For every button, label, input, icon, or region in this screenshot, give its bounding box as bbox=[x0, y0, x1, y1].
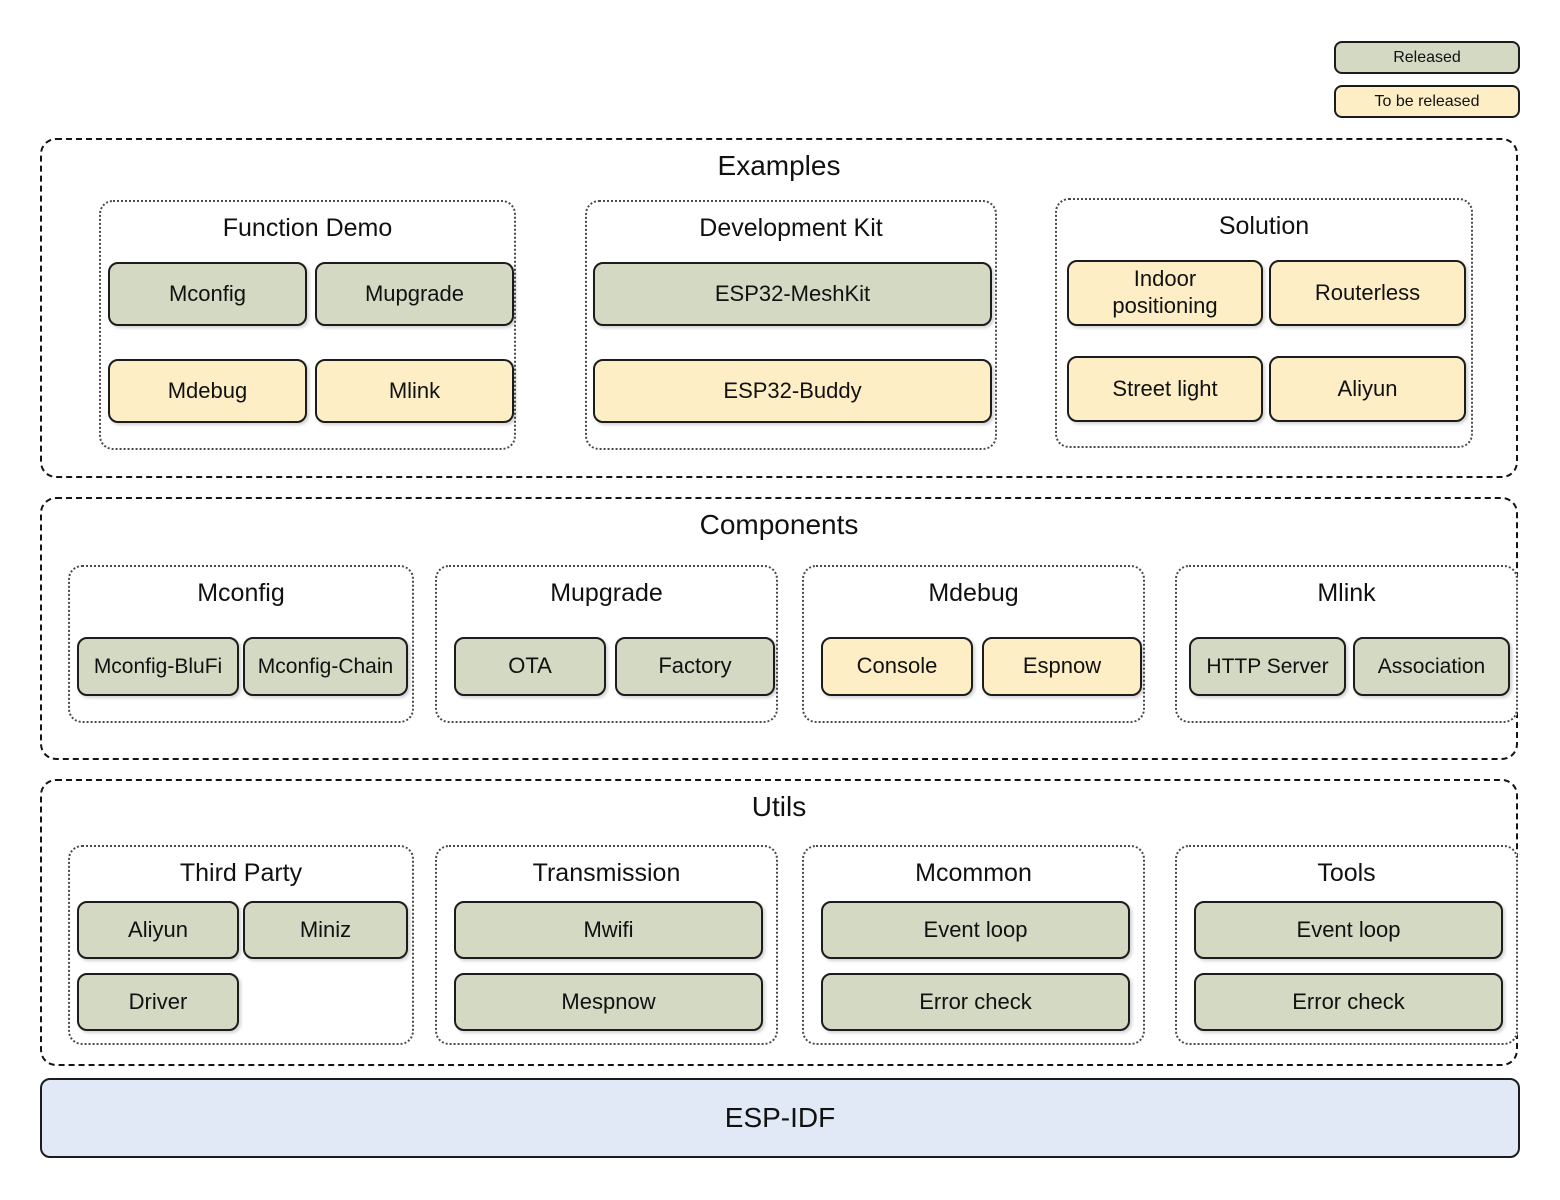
node-indoor-positioning: Indoor positioning bbox=[1067, 260, 1263, 326]
node-mwifi: Mwifi bbox=[454, 901, 763, 959]
node-ota: OTA bbox=[454, 637, 606, 696]
node-miniz: Miniz bbox=[243, 901, 408, 959]
group-development-kit: Development Kit ESP32-MeshKit ESP32-Budd… bbox=[585, 200, 997, 450]
node-association: Association bbox=[1353, 637, 1510, 696]
group-transmission-title: Transmission bbox=[532, 859, 681, 887]
node-mlink-example: Mlink bbox=[315, 359, 514, 423]
node-mconfig-blufi: Mconfig-BluFi bbox=[77, 637, 239, 696]
group-third-party: Third Party Aliyun Miniz Driver bbox=[68, 845, 414, 1045]
group-function-demo: Function Demo Mconfig Mupgrade Mdebug Ml… bbox=[99, 200, 516, 450]
group-mcommon-title: Mcommon bbox=[915, 859, 1032, 887]
group-tools: Tools Event loop Error check bbox=[1175, 845, 1518, 1045]
node-routerless: Routerless bbox=[1269, 260, 1466, 326]
node-aliyun-util: Aliyun bbox=[77, 901, 239, 959]
node-mespnow: Mespnow bbox=[454, 973, 763, 1031]
section-utils-title: Utils bbox=[751, 791, 807, 822]
group-solution: Solution Indoor positioning Routerless S… bbox=[1055, 198, 1473, 448]
node-mconfig-chain: Mconfig-Chain bbox=[243, 637, 408, 696]
group-mconfig-title: Mconfig bbox=[197, 579, 285, 607]
section-utils: Utils Third Party Aliyun Miniz Driver Tr… bbox=[40, 779, 1518, 1066]
group-mconfig: Mconfig Mconfig-BluFi Mconfig-Chain bbox=[68, 565, 414, 723]
node-factory: Factory bbox=[615, 637, 775, 696]
node-esp32-meshkit: ESP32-MeshKit bbox=[593, 262, 992, 326]
node-driver: Driver bbox=[77, 973, 239, 1031]
node-aliyun-solution: Aliyun bbox=[1269, 356, 1466, 422]
node-espnow: Espnow bbox=[982, 637, 1142, 696]
section-examples-title: Examples bbox=[717, 150, 841, 181]
node-mupgrade-example: Mupgrade bbox=[315, 262, 514, 326]
esp-idf-layer: ESP-IDF bbox=[40, 1078, 1520, 1158]
node-error-check-mcommon: Error check bbox=[821, 973, 1130, 1031]
group-mdebug: Mdebug Console Espnow bbox=[802, 565, 1145, 723]
node-street-light: Street light bbox=[1067, 356, 1263, 422]
node-console: Console bbox=[821, 637, 973, 696]
group-mdebug-title: Mdebug bbox=[928, 579, 1019, 607]
group-mupgrade: Mupgrade OTA Factory bbox=[435, 565, 778, 723]
group-function-demo-title: Function Demo bbox=[222, 214, 393, 242]
section-components: Components Mconfig Mconfig-BluFi Mconfig… bbox=[40, 497, 1518, 760]
section-examples: Examples Function Demo Mconfig Mupgrade … bbox=[40, 138, 1518, 478]
group-tools-title: Tools bbox=[1317, 859, 1376, 887]
legend-released-swatch: Released bbox=[1334, 41, 1520, 74]
node-http-server: HTTP Server bbox=[1189, 637, 1346, 696]
group-transmission: Transmission Mwifi Mespnow bbox=[435, 845, 778, 1045]
node-event-loop-tools: Event loop bbox=[1194, 901, 1503, 959]
group-mcommon: Mcommon Event loop Error check bbox=[802, 845, 1145, 1045]
section-components-title: Components bbox=[699, 509, 859, 540]
group-third-party-title: Third Party bbox=[179, 859, 303, 887]
group-solution-title: Solution bbox=[1218, 212, 1310, 240]
group-mlink: Mlink HTTP Server Association bbox=[1175, 565, 1518, 723]
node-esp32-buddy: ESP32-Buddy bbox=[593, 359, 992, 423]
legend-to-be-released-swatch: To be released bbox=[1334, 85, 1520, 118]
group-mlink-title: Mlink bbox=[1317, 579, 1376, 607]
node-error-check-tools: Error check bbox=[1194, 973, 1503, 1031]
node-mdebug-example: Mdebug bbox=[108, 359, 307, 423]
node-event-loop-mcommon: Event loop bbox=[821, 901, 1130, 959]
node-mconfig-example: Mconfig bbox=[108, 262, 307, 326]
group-mupgrade-title: Mupgrade bbox=[550, 579, 663, 607]
group-development-kit-title: Development Kit bbox=[699, 214, 883, 242]
